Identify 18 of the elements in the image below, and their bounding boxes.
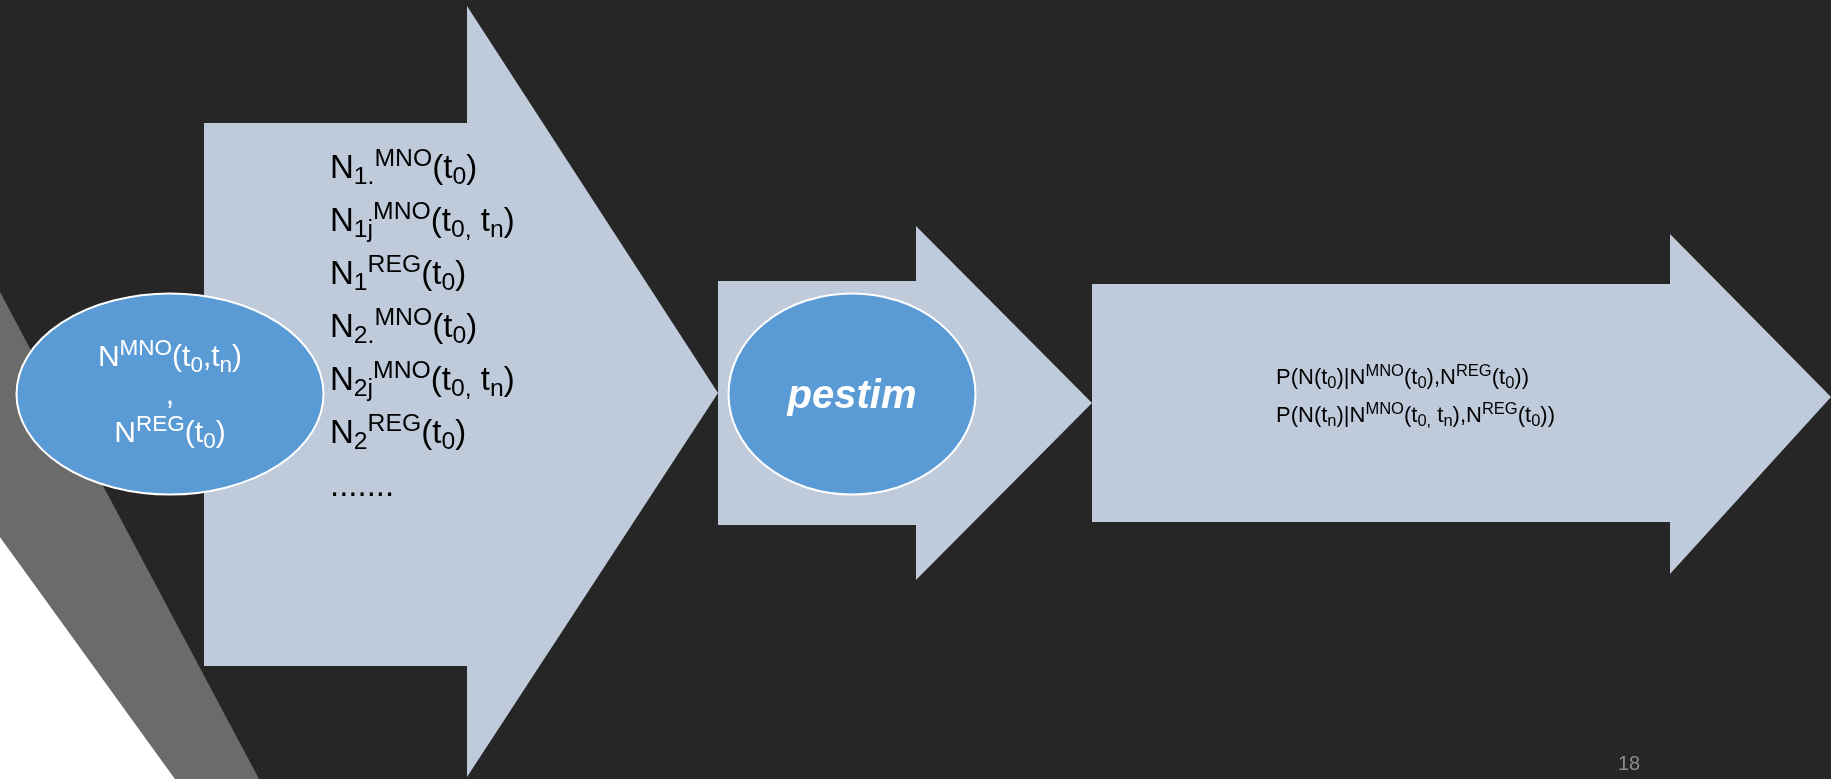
- process-ellipse: [727, 292, 977, 496]
- formula-text: N$_{1.}$$^{MNO}$(t$_{0}$): [330, 142, 478, 192]
- formula-text: P(N(t$_{0}$)|N$^{MNO}$(t$_{0}$),N$^{REG}$(t$_{0}$)): [1276, 359, 1529, 394]
- formula-text: N$_{2j}$$^{MNO}$(t$_{0,}$ t$_{n}$): [330, 354, 515, 404]
- formula-text: N$_{2.}$$^{MNO}$(t$_{0}$): [330, 301, 478, 351]
- formula-text: N$_{1j}$$^{MNO}$(t$_{0,}$ t$_{n}$): [330, 195, 515, 245]
- formula-text: N$_{2}$$^{REG}$(t$_{0}$): [330, 407, 467, 457]
- input-ellipse: [15, 292, 325, 496]
- block-arrow: [204, 6, 718, 777]
- formula-text: .......: [330, 465, 395, 505]
- node-text: N$^{MNO}$(t$_{0}$,t$_{n}$): [97, 337, 243, 375]
- node-text: pestim: [787, 371, 917, 418]
- output-arrow: [1092, 234, 1831, 574]
- formula-text: N$_{1}$$^{REG}$(t$_{0}$): [330, 248, 467, 298]
- node-text: N$^{REG}$(t$_{0}$): [114, 413, 226, 451]
- node-text: ,: [165, 376, 175, 412]
- formula-text: P(N(t$_{n}$)|N$^{MNO}$(t$_{0,}$ t$_{n}$),N$^{REG}$(t$_{0}$)): [1276, 397, 1555, 432]
- page-number: 18: [1618, 751, 1641, 776]
